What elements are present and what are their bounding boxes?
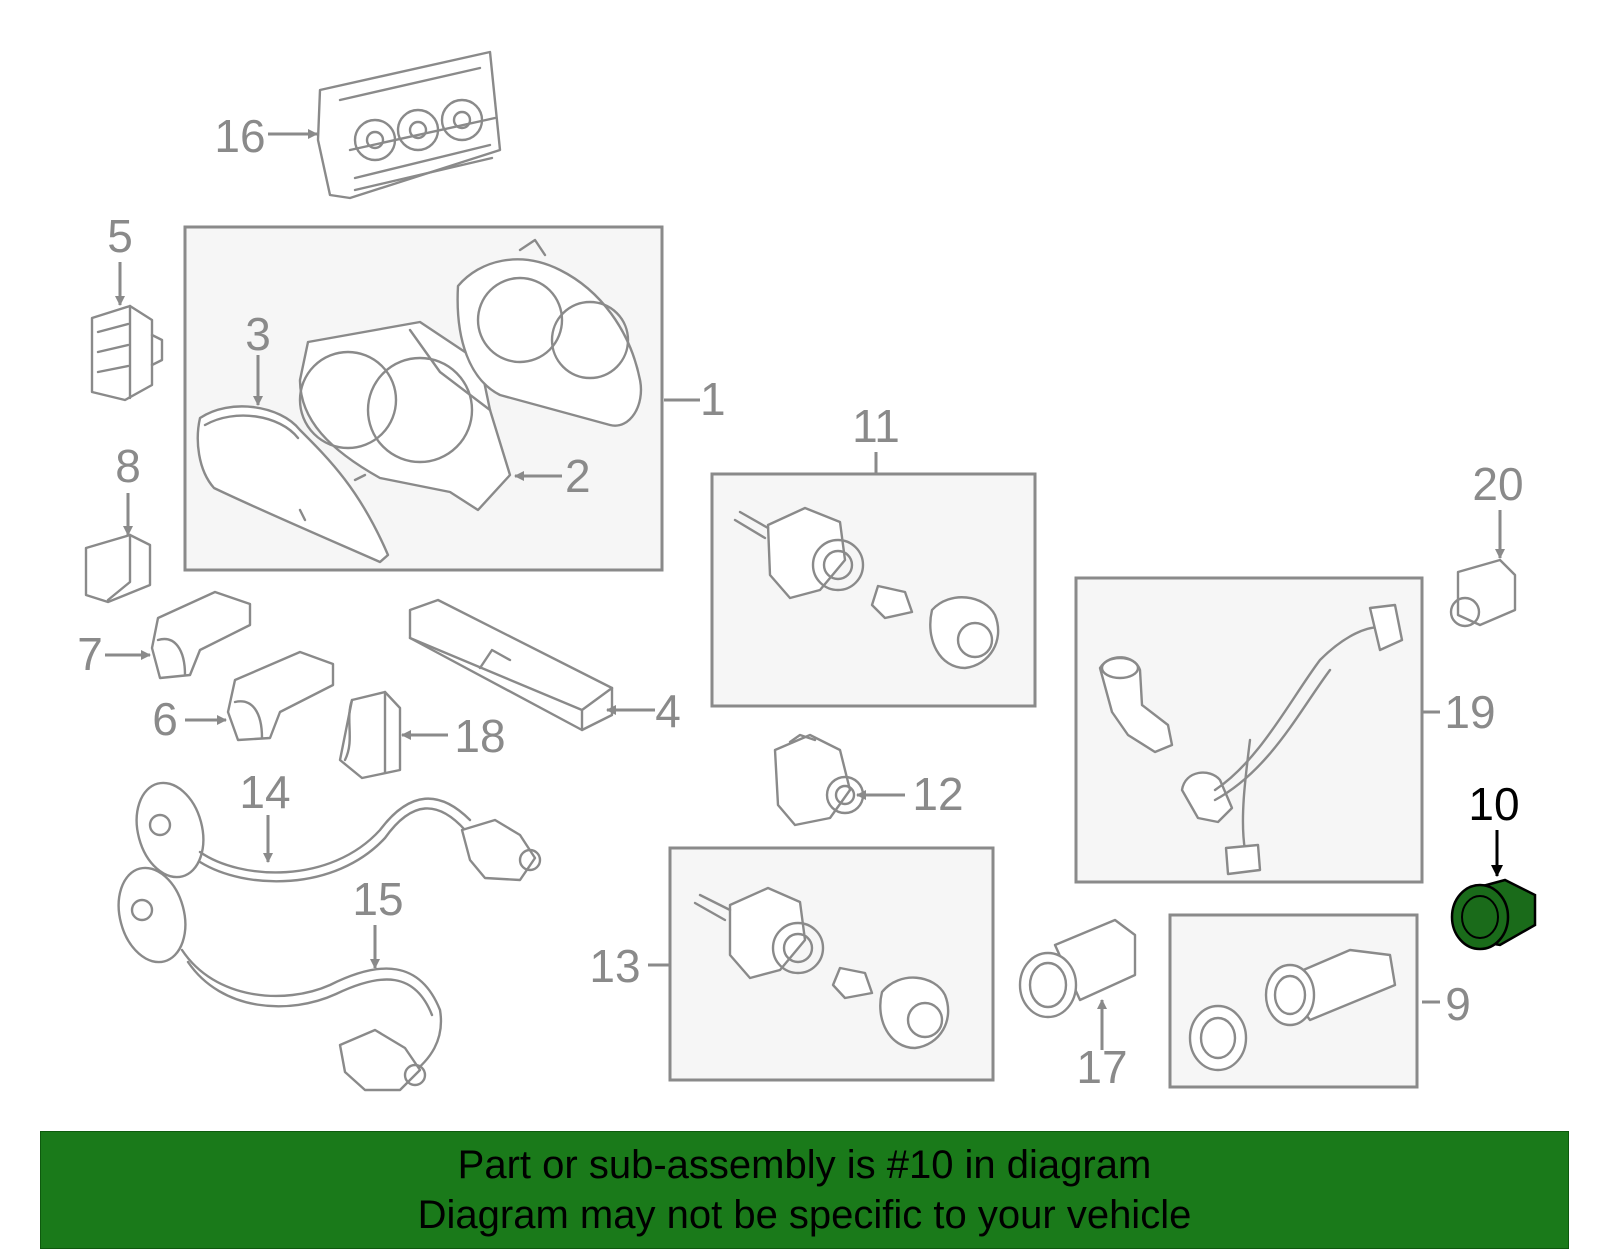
callout-17: 17 (1076, 1041, 1127, 1093)
callout-9: 9 (1445, 978, 1471, 1030)
callout-2: 2 (565, 450, 591, 502)
callout-18: 18 (454, 710, 505, 762)
callout-5: 5 (107, 210, 133, 262)
part-15-harness (117, 866, 443, 1092)
part-10-highlighted (1450, 878, 1537, 951)
part-17-socket (1018, 918, 1137, 1019)
callout-14: 14 (239, 766, 290, 818)
part-14-harness (135, 781, 542, 883)
callout-6: 6 (152, 693, 178, 745)
part-9-socket-assembly (1188, 948, 1397, 1072)
callout-13: 13 (589, 940, 640, 992)
info-banner: Part or sub-assembly is #10 in diagram D… (40, 1131, 1569, 1249)
part-19-harness (1098, 603, 1404, 876)
part-1-meter (456, 238, 643, 427)
callout-16: 16 (214, 110, 265, 162)
part-4-bar-switch (408, 598, 614, 732)
callout-8: 8 (115, 440, 141, 492)
group-box-13 (668, 846, 995, 1082)
part-11-switch-assembly (733, 506, 1000, 670)
callout-20: 20 (1472, 458, 1523, 510)
part-18-knob (338, 690, 402, 780)
part-8-switch (84, 533, 152, 604)
callout-4: 4 (655, 685, 681, 737)
group-box-11 (710, 472, 1037, 708)
part-5-switch (90, 304, 164, 402)
callout-1: 1 (700, 373, 726, 425)
callout-15: 15 (352, 873, 403, 925)
callout-12: 12 (912, 768, 963, 820)
callout-19: 19 (1444, 686, 1495, 738)
part-2-housing (298, 320, 512, 512)
part-16-climate-panel (316, 50, 502, 200)
callout-11: 11 (852, 400, 900, 452)
part-6-knob (226, 650, 335, 742)
callout-7: 7 (77, 628, 103, 680)
banner-line-2: Diagram may not be specific to your vehi… (417, 1193, 1192, 1237)
part-12-switch (773, 733, 865, 827)
part-20-sensor (1449, 558, 1517, 628)
part-13-switch-assembly (693, 886, 950, 1050)
banner-line-1: Part or sub-assembly is #10 in diagram (457, 1143, 1152, 1187)
part-7-knob (150, 590, 252, 680)
callout-10: 10 (1468, 778, 1519, 830)
callout-3: 3 (245, 308, 271, 360)
part-3-lens (196, 405, 390, 564)
